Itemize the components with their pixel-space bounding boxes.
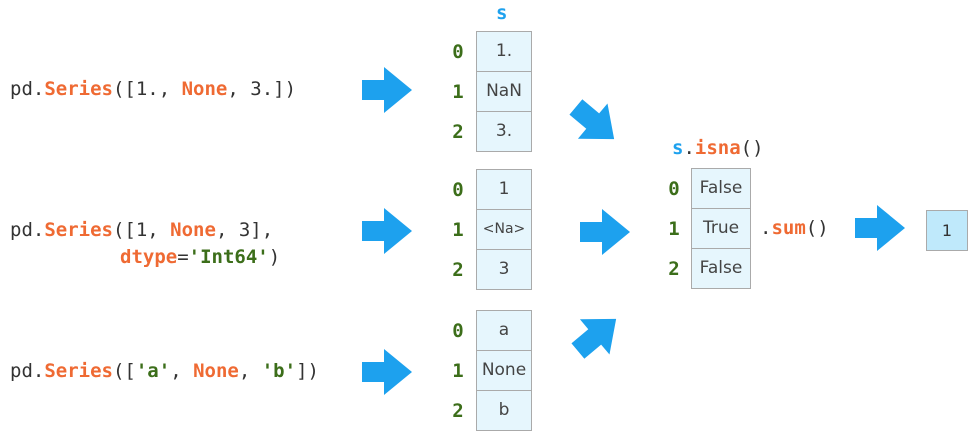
code-int64-dtype: dtype='Int64')	[120, 244, 280, 270]
series-cell: None	[477, 351, 531, 391]
isna-column: False True False	[691, 168, 751, 289]
index-label: 0	[452, 179, 464, 201]
code-fn: Series	[44, 78, 113, 100]
arrow-right-icon	[362, 349, 412, 395]
arrow-right-icon	[362, 67, 412, 113]
code-fn: Series	[44, 219, 113, 241]
series-cell: b	[498, 400, 510, 420]
index-column: 0 1 2	[448, 311, 468, 431]
series-cell: 1	[477, 170, 531, 210]
float-series-column: 1. NaN 3.	[476, 31, 532, 152]
index-label: 1	[452, 81, 464, 103]
isna-label: s.isna()	[672, 135, 764, 161]
code-text: .	[760, 217, 772, 239]
arrow-down-right-icon	[569, 99, 615, 140]
series-cell: 3	[498, 259, 510, 279]
code-var: s	[672, 137, 684, 159]
int64-series-column: 1 <Na> 3	[476, 169, 532, 290]
code-text: =	[177, 246, 189, 268]
index-label: 1	[452, 219, 464, 241]
code-none: None	[181, 78, 228, 100]
index-label: 1	[452, 360, 464, 382]
code-none: None	[170, 219, 216, 241]
index-label: 0	[668, 178, 680, 200]
code-fn: Series	[44, 360, 113, 382]
index-label: 1	[668, 218, 680, 240]
code-string: 'Int64'	[188, 246, 269, 268]
arrow-right-icon	[362, 208, 412, 254]
code-string: 'b'	[261, 360, 297, 382]
code-text: ])	[296, 360, 319, 382]
series-cell: 3.	[495, 121, 513, 141]
index-column: 0 1 2	[664, 169, 684, 289]
code-text: , 3.])	[227, 78, 297, 100]
index-label: 2	[452, 121, 464, 143]
code-text: ([1,	[112, 219, 171, 241]
code-string: 'a'	[135, 360, 171, 382]
code-text: ()	[740, 137, 764, 159]
code-int64-series: pd.Series([1, None, 3],	[10, 217, 273, 243]
code-fn: isna	[694, 137, 741, 159]
code-text: , 3],	[215, 219, 274, 241]
arrow-up-right-icon	[571, 318, 617, 359]
series-cell: a	[477, 311, 531, 351]
code-text: pd.	[10, 219, 45, 241]
code-text: ([1.,	[112, 78, 182, 100]
index-label: 2	[668, 258, 680, 280]
code-float-series: pd.Series([1., None, 3.])	[10, 76, 296, 102]
code-kwarg: dtype	[120, 246, 178, 268]
index-label: 0	[452, 320, 464, 342]
index-label: 2	[452, 400, 464, 422]
code-fn: sum	[771, 217, 806, 239]
index-column: 0 1 2	[448, 32, 468, 152]
code-text: pd.	[10, 360, 45, 382]
isna-cell: False	[692, 169, 750, 209]
series-cell: NaN	[477, 72, 531, 112]
code-text: )	[268, 246, 281, 268]
series-label: s	[496, 2, 508, 24]
code-object-series: pd.Series(['a', None, 'b'])	[10, 358, 319, 384]
arrow-right-icon	[855, 205, 905, 251]
isna-cell: True	[692, 209, 750, 249]
index-column: 0 1 2	[448, 170, 468, 290]
code-text: .	[683, 137, 695, 159]
series-cell: <Na>	[477, 210, 531, 250]
sum-label: .sum()	[760, 215, 829, 241]
code-text: ,	[170, 360, 194, 382]
code-text: ()	[805, 217, 829, 239]
result-cell: 1	[926, 210, 968, 251]
index-label: 2	[452, 259, 464, 281]
code-text: ([	[112, 360, 136, 382]
isna-cell: False	[699, 258, 743, 278]
arrow-right-icon	[580, 209, 630, 255]
code-text: ,	[238, 360, 262, 382]
code-none: None	[193, 360, 239, 382]
series-cell: 1.	[477, 32, 531, 72]
index-label: 0	[452, 41, 464, 63]
object-series-column: a None b	[476, 310, 532, 431]
code-text: pd.	[10, 78, 45, 100]
